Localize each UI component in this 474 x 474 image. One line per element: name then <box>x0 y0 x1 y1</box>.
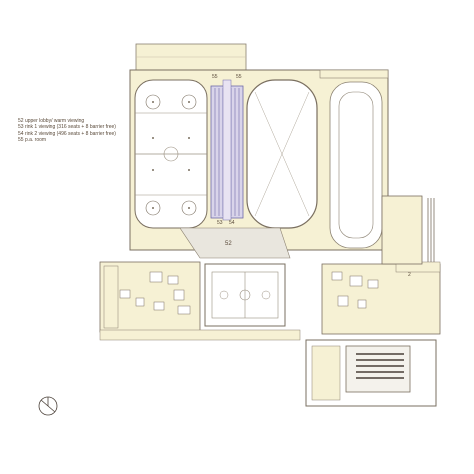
legend-item: 55 p.a. room <box>18 137 47 144</box>
rink-3 <box>329 81 383 249</box>
legend-item: 53 rink 1 viewing (316 seats + 8 barrier… <box>18 124 116 131</box>
label-pa-room-a: 55 <box>212 74 218 80</box>
north-arrow-icon <box>38 396 58 416</box>
label-rink2-viewing: 54 <box>229 220 235 226</box>
label-lobby: 52 <box>225 241 232 247</box>
east-block <box>381 195 423 265</box>
legend: 52 upper lobby/ warm viewing 53 rink 1 v… <box>18 118 116 144</box>
lobby <box>179 227 291 259</box>
label-pa-room-b: 55 <box>236 74 242 80</box>
label-rink1-viewing: 53 <box>217 220 223 226</box>
label-rink-area: 2 <box>408 272 411 278</box>
legend-item: 52 upper lobby/ warm viewing <box>18 118 85 124</box>
legend-item: 54 rink 2 viewing (496 seats + 8 barrier… <box>18 130 116 137</box>
pool <box>345 345 411 393</box>
lower-strip <box>99 329 301 341</box>
